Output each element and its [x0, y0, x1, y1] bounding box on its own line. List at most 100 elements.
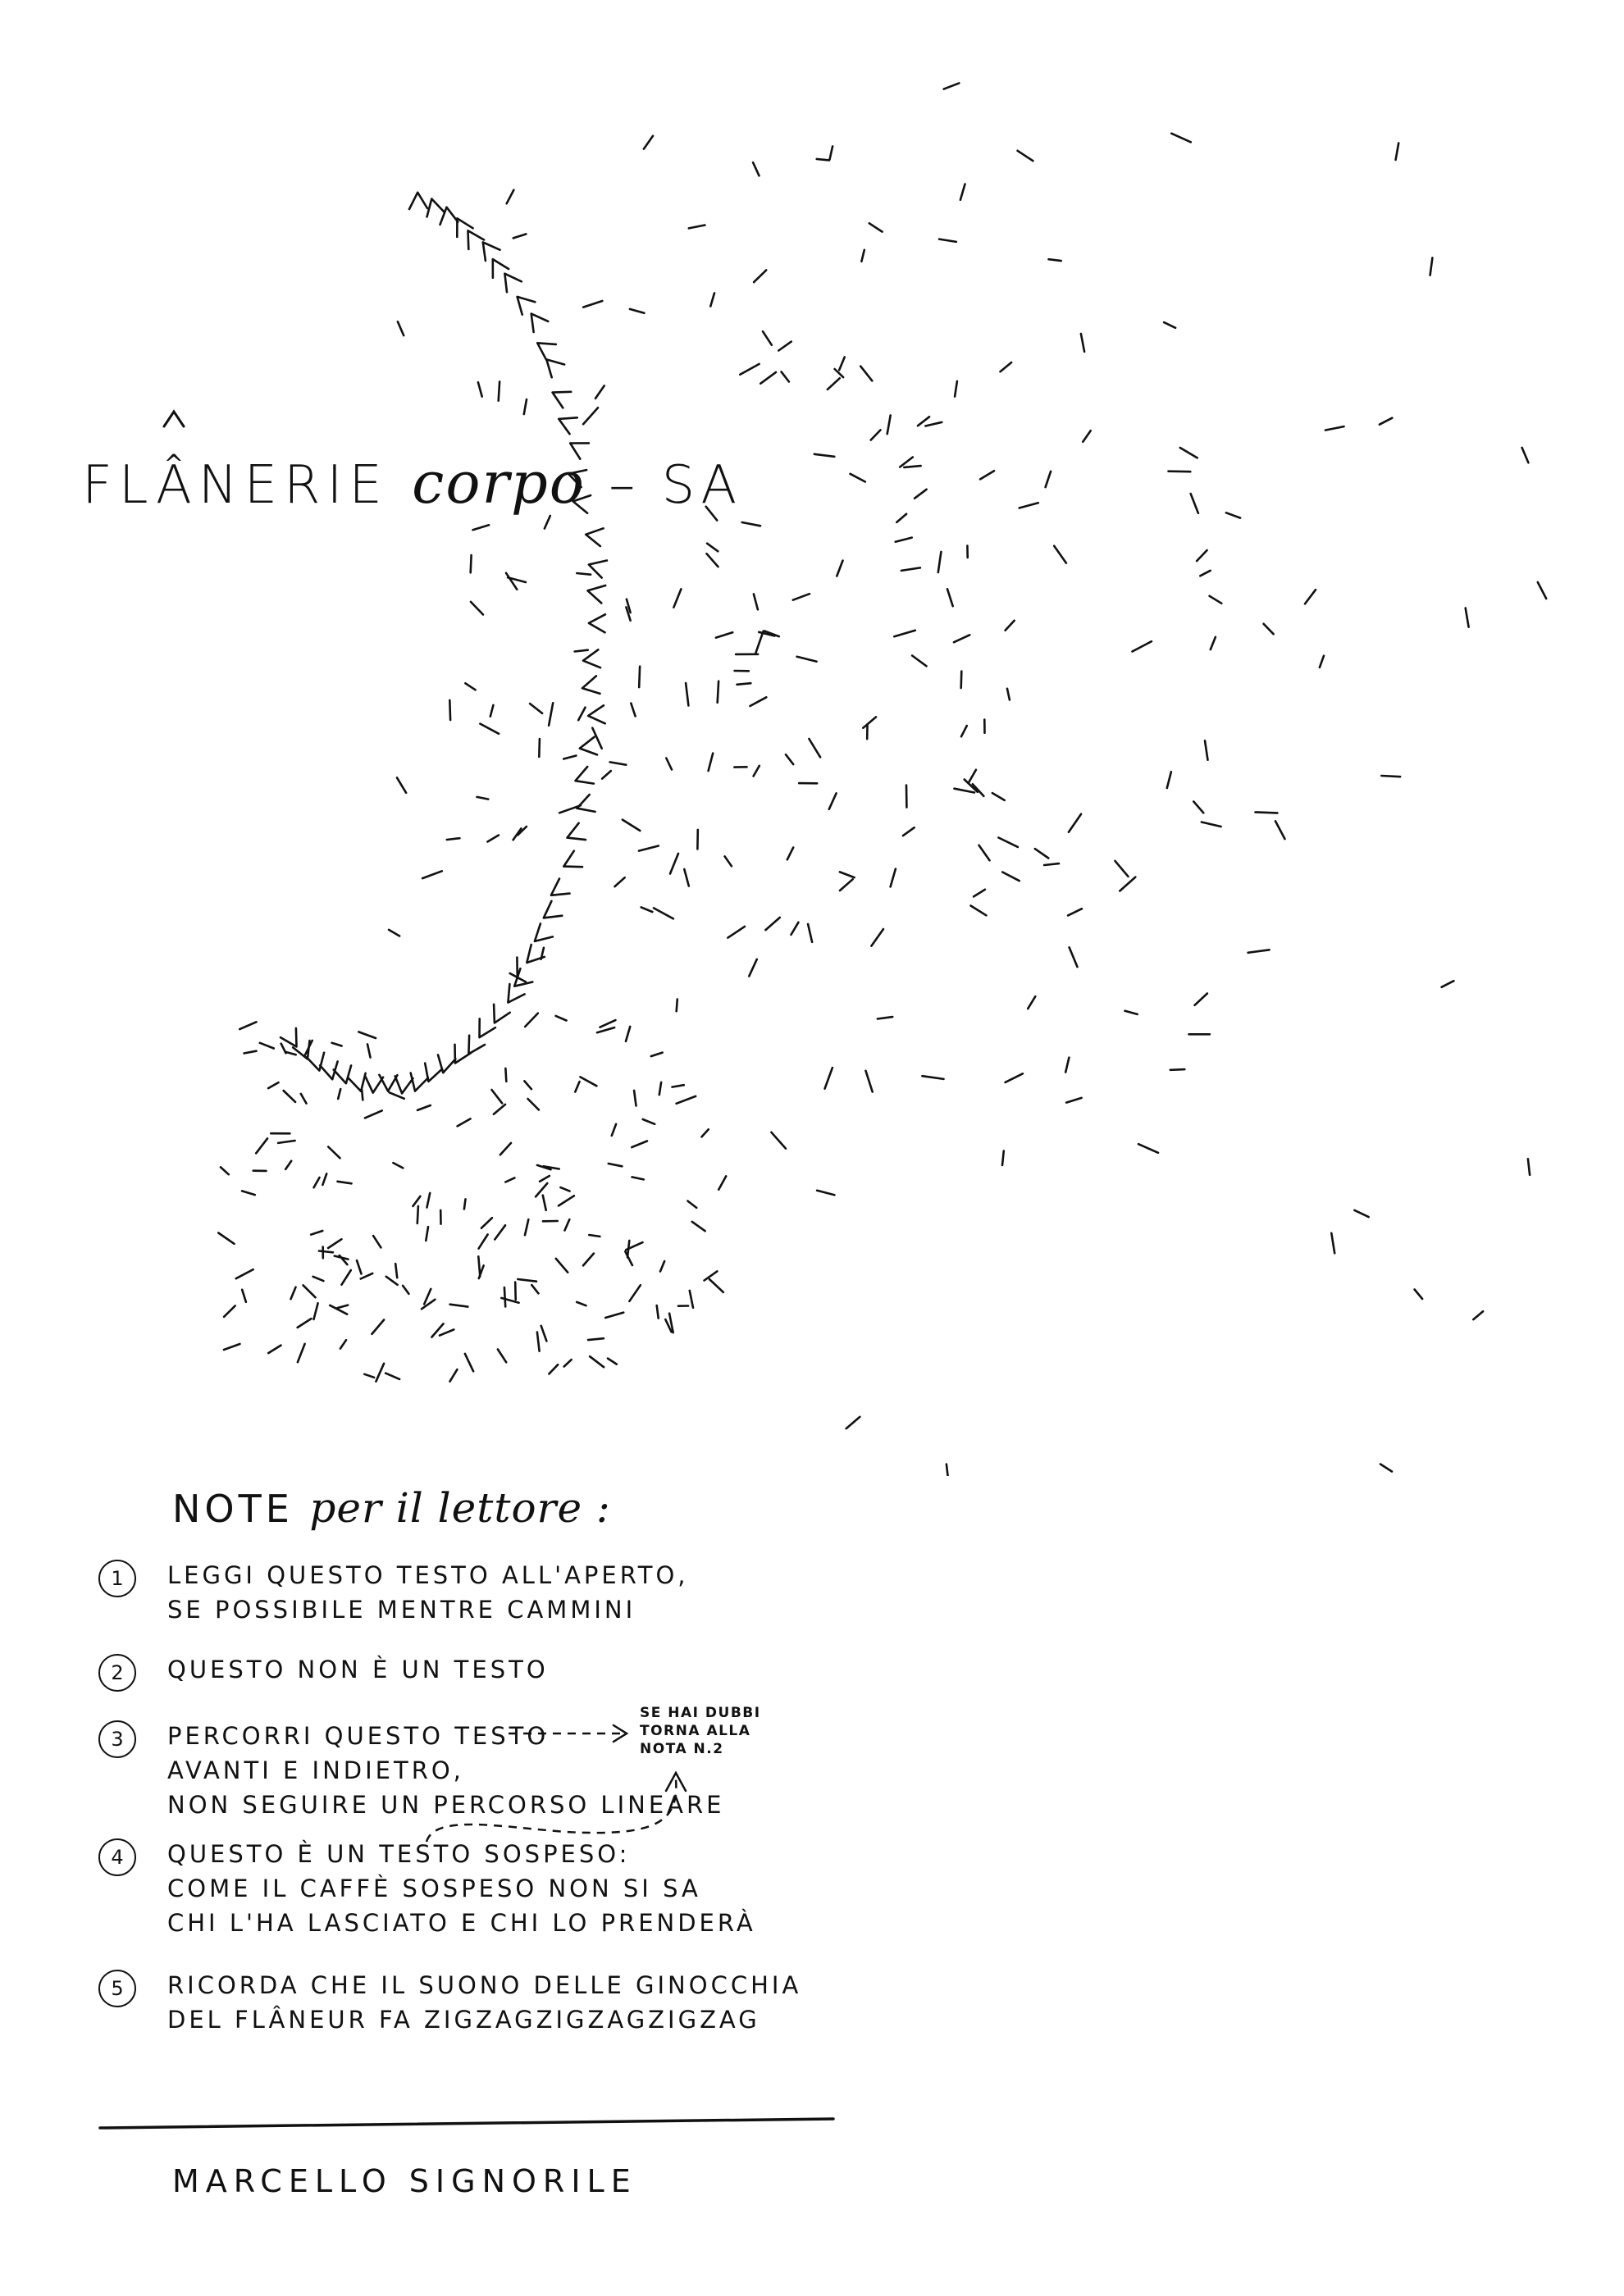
footstep-dash [942, 82, 960, 90]
footstep-dash [1536, 581, 1548, 600]
footstep-dash [267, 1081, 280, 1090]
footstep-dash [1082, 430, 1092, 443]
footstep-dash [358, 1031, 377, 1040]
footstep-dash [504, 572, 518, 591]
footstep-dash [860, 248, 866, 263]
footstep-chevron [423, 1062, 444, 1083]
footstep-chevron [436, 1054, 457, 1074]
footstep-dash [727, 925, 746, 939]
footstep-dash [658, 1081, 663, 1096]
footstep-dash [276, 1139, 296, 1145]
page-title: FLÂNERIE corpo – SA [82, 449, 741, 517]
footstep-dash [1066, 907, 1083, 917]
footstep-dash [497, 380, 501, 402]
footstep-dash [563, 1218, 571, 1232]
footstep-dash [838, 878, 854, 892]
footstep-dash [322, 1173, 328, 1187]
footstep-dash [575, 1301, 587, 1307]
footstep-dash [609, 761, 627, 766]
footstep-chevron [581, 675, 601, 695]
footstep-dash [1200, 821, 1222, 828]
note-line: PERCORRI QUESTO TESTO [167, 1722, 550, 1750]
footstep-chevron [584, 527, 604, 548]
footstep-dash [394, 1262, 399, 1279]
footstep-dash [258, 1041, 276, 1050]
note-line: RICORDA CHE IL SUONO DELLE GINOCCHIA [167, 1971, 802, 1999]
footstep-dash [1472, 1310, 1485, 1321]
footstep-dash [761, 330, 773, 346]
footstep-chevron [587, 613, 607, 634]
footstep-chevron [586, 584, 607, 604]
footstep-dash [650, 1051, 664, 1058]
footstep-dash [420, 1298, 436, 1310]
note-text: QUESTO NON È UN TESTO [167, 1652, 549, 1687]
note-number-badge: 3 [98, 1720, 136, 1758]
footstep-dash [741, 521, 762, 527]
footstep-dash [971, 783, 985, 798]
footstep-dash [284, 1050, 297, 1056]
footstep-dash [599, 1018, 617, 1028]
footstep-dash [630, 702, 636, 718]
footstep-dash [416, 1205, 420, 1225]
footstep-dash [1044, 470, 1052, 489]
footstep-dash [548, 1363, 559, 1375]
footstep-dash [222, 1342, 241, 1351]
footstep-dash [837, 356, 846, 371]
footstep-dash [1379, 1463, 1394, 1473]
footstep-dash [748, 958, 759, 977]
footstep-chevron [551, 390, 573, 409]
footstep-chevron [478, 1018, 497, 1039]
footstep-dash [864, 1069, 874, 1093]
footstep-dash [1124, 1009, 1138, 1016]
footstep-dash [500, 1296, 520, 1304]
footstep-dash [1033, 847, 1050, 859]
footstep-dash [290, 1286, 297, 1301]
footstep-dash [312, 1302, 319, 1321]
footstep-dash [780, 371, 791, 383]
footstep-dash [1114, 859, 1129, 878]
side-note-line: NOTA N.2 [640, 1741, 724, 1757]
footstep-dash [280, 1042, 287, 1055]
footstep-dash [604, 1311, 625, 1319]
footstep-dash [559, 1186, 571, 1192]
footstep-dash [328, 1304, 349, 1315]
footstep-dash [527, 1097, 541, 1111]
footstep-chevron [456, 217, 474, 239]
footstep-dash [1464, 607, 1470, 628]
footstep-chevron [491, 257, 510, 280]
footstep-dash [1429, 257, 1434, 276]
footstep-dash [421, 870, 444, 880]
footstep-dash [997, 836, 1020, 849]
footstep-dash [894, 536, 913, 543]
footstep-dash [1079, 332, 1086, 353]
footstep-dash [664, 1318, 673, 1333]
footstep-dash [736, 681, 752, 686]
footstep-chevron [574, 765, 595, 785]
footstep-dash [1004, 619, 1015, 631]
notes-heading-script: per il lettore : [309, 1484, 611, 1532]
footstep-dash [1119, 876, 1137, 892]
footstep-dash [267, 1344, 282, 1355]
footstep-dash [372, 1234, 382, 1249]
footstep-dash [557, 1195, 576, 1207]
footstep-dash [1131, 640, 1153, 653]
footstep-dash [614, 876, 626, 888]
footstep-dash [360, 1088, 364, 1101]
footstep-dash [517, 1278, 538, 1282]
note-line: CHI L'HA LASCIATO E CHI LO PRENDERÀ [167, 1909, 756, 1937]
footstep-dash [910, 654, 928, 667]
footstep-dash [588, 1233, 601, 1238]
footstep-dash [640, 906, 654, 913]
footstep-dash [494, 1224, 507, 1241]
footstep-dash [512, 233, 527, 239]
footstep-dash [963, 778, 979, 794]
footstep-dash [631, 1140, 649, 1149]
footstep-dash [574, 1080, 581, 1093]
footstep-dash [240, 1190, 257, 1196]
footstep-dash [717, 1175, 728, 1191]
footstep-chevron [363, 1074, 385, 1094]
footstep-dash [1303, 588, 1317, 605]
footstep-dash [1195, 549, 1208, 563]
footstep-dash [1330, 1232, 1336, 1255]
footstep-dash [463, 1198, 467, 1210]
